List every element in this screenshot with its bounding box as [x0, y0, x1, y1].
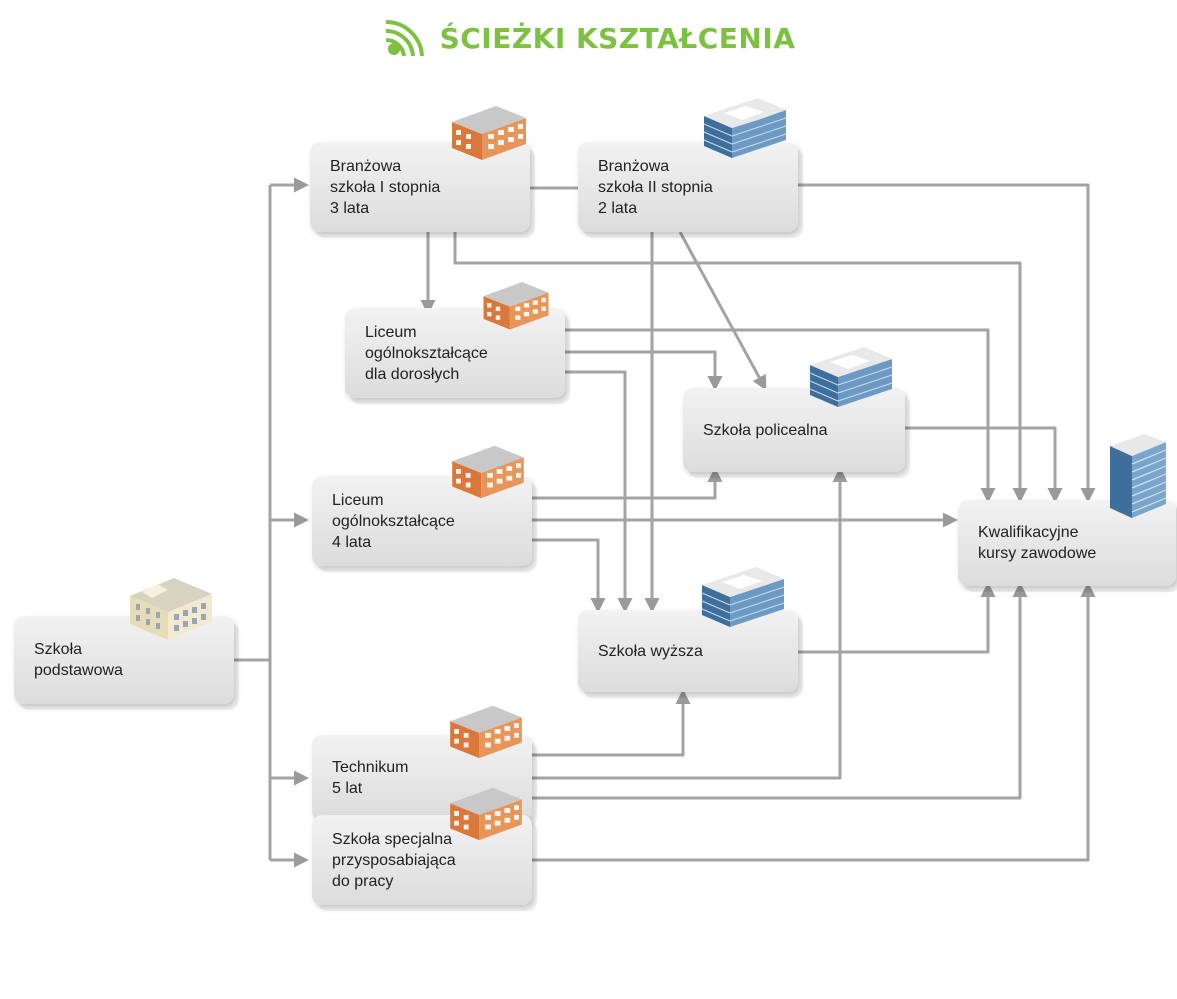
- node-liceum-dla-doroslych: Liceum ogólnokształcące dla dorosłych: [345, 308, 565, 398]
- node-branzowa-szkola-2: Branżowa szkoła II stopnia 2 lata: [578, 142, 798, 232]
- node-label: Branżowa szkoła II stopnia 2 lata: [598, 157, 713, 217]
- page-title: ŚCIEŻKI KSZTAŁCENIA: [0, 18, 1177, 58]
- brick-building-icon: [450, 705, 522, 759]
- edge-technikum-policealna: [532, 467, 848, 780]
- edge-lo-dorosli-policealna: [565, 350, 723, 391]
- node-szkola-wyzsza: Szkoła wyższa: [578, 610, 798, 692]
- edge-lo-wyzsza: [532, 538, 606, 613]
- edge-branzowa2-policealna: [678, 231, 767, 391]
- title-text: ŚCIEŻKI KSZTAŁCENIA: [439, 21, 796, 55]
- node-label: Szkoła policealna: [703, 421, 828, 439]
- node-szkola-policealna: Szkoła policealna: [683, 388, 905, 472]
- edge-specjalna-kkz: [532, 582, 1096, 862]
- brick-building-icon: [452, 445, 524, 499]
- node-branzowa-szkola-1: Branżowa szkoła I stopnia 3 lata: [310, 142, 530, 232]
- node-label: Szkoła podstawowa: [34, 641, 123, 679]
- glass-tower-building-icon: [1110, 434, 1167, 518]
- node-label: Liceum ogólnokształcące dla dorosłych: [365, 323, 488, 383]
- glass-office-building-icon: [701, 567, 785, 627]
- brick-building-icon: [450, 787, 522, 841]
- brick-building-icon: [483, 282, 549, 330]
- node-label: Kwalifikacyjne kursy zawodowe: [978, 524, 1097, 562]
- glass-office-building-icon: [809, 347, 893, 407]
- node-label: Szkoła specjalna przysposabiająca do pra…: [332, 830, 456, 890]
- edge-branzowa1-kkz: [453, 232, 1028, 503]
- glass-office-building-icon: [703, 98, 787, 158]
- edge-technikum-wyzsza: [532, 689, 691, 757]
- node-label: Szkoła wyższa: [598, 642, 703, 660]
- edge-lo-dorosli-kkz: [565, 328, 996, 503]
- node-label: Branżowa szkoła I stopnia 3 lata: [330, 157, 441, 217]
- edge-wyzsza-kkz: [798, 582, 996, 654]
- edge-lo-dorosli-wyzsza: [565, 370, 633, 613]
- brick-building-icon: [452, 106, 526, 160]
- node-label: Liceum ogólnokształcące 4 lata: [332, 491, 455, 551]
- classic-school-building-icon: [130, 578, 212, 640]
- node-label: Technikum 5 lat: [332, 759, 409, 797]
- node-szkola-podstawowa: Szkoła podstawowa: [14, 616, 234, 704]
- edge-policealna-kkz: [905, 426, 1063, 503]
- edge-branzowa2-kkz: [798, 183, 1096, 503]
- signal-icon: [385, 19, 424, 57]
- edge-lo-policealna: [532, 467, 723, 500]
- edge-technikum-kkz: [532, 582, 1028, 800]
